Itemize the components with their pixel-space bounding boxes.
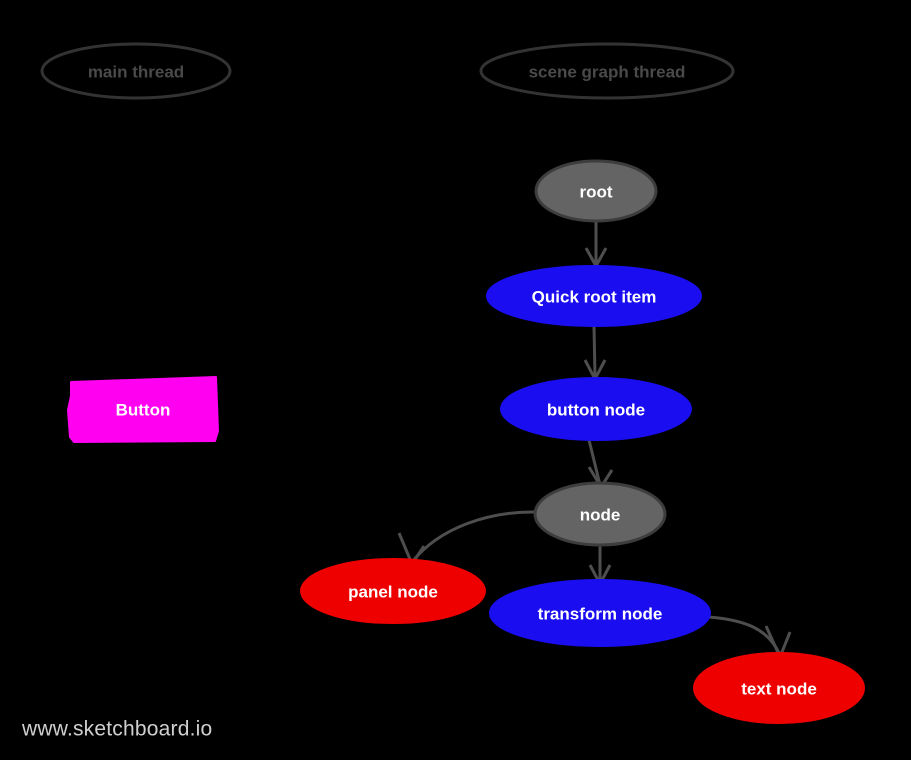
node-button-node-shape bbox=[500, 377, 692, 441]
swimlane-main-thread-outline bbox=[40, 42, 232, 100]
node-text-node-shape bbox=[693, 652, 865, 724]
node-button-shape bbox=[67, 376, 219, 443]
watermark-label: www.sketchboard.io bbox=[21, 718, 212, 741]
node-panel-node-shape bbox=[300, 558, 486, 624]
edge-line bbox=[587, 439, 602, 486]
edge-transform-node-to-text-node[interactable] bbox=[708, 615, 792, 661]
edge-node-to-panel-node[interactable] bbox=[397, 510, 538, 568]
edge-button-node-to-node[interactable] bbox=[587, 439, 614, 490]
node-button[interactable]: Button bbox=[67, 376, 219, 443]
node-node[interactable]: node bbox=[533, 481, 667, 547]
swimlane-scene-graph-thread-label: scene graph thread bbox=[529, 63, 686, 82]
node-button-node[interactable]: button node bbox=[500, 377, 692, 441]
swimlane-main-thread-label: main thread bbox=[88, 63, 184, 82]
node-root-shape bbox=[534, 159, 658, 223]
node-node-shape bbox=[533, 481, 667, 547]
edge-node-to-transform-node[interactable] bbox=[588, 546, 612, 588]
node-root[interactable]: root bbox=[534, 159, 658, 223]
node-quick-root-item[interactable]: Quick root item bbox=[486, 265, 702, 327]
node-transform-node-shape bbox=[489, 579, 711, 647]
node-transform-node[interactable]: transform node bbox=[489, 579, 711, 647]
edge-line bbox=[592, 325, 597, 378]
swimlane-scene-graph-thread[interactable]: scene graph thread bbox=[479, 42, 735, 100]
edge-line bbox=[410, 510, 538, 563]
swimlane-scene-graph-thread-outline bbox=[479, 42, 735, 100]
node-quick-root-item-shape bbox=[486, 265, 702, 327]
swimlane-main-thread[interactable]: main thread bbox=[40, 42, 232, 100]
edge-quick-root-item-to-button-node[interactable] bbox=[583, 325, 607, 383]
node-panel-node[interactable]: panel node bbox=[300, 558, 486, 624]
edge-root-to-quick-root-item[interactable] bbox=[584, 221, 608, 270]
node-text-node[interactable]: text node bbox=[693, 652, 865, 724]
